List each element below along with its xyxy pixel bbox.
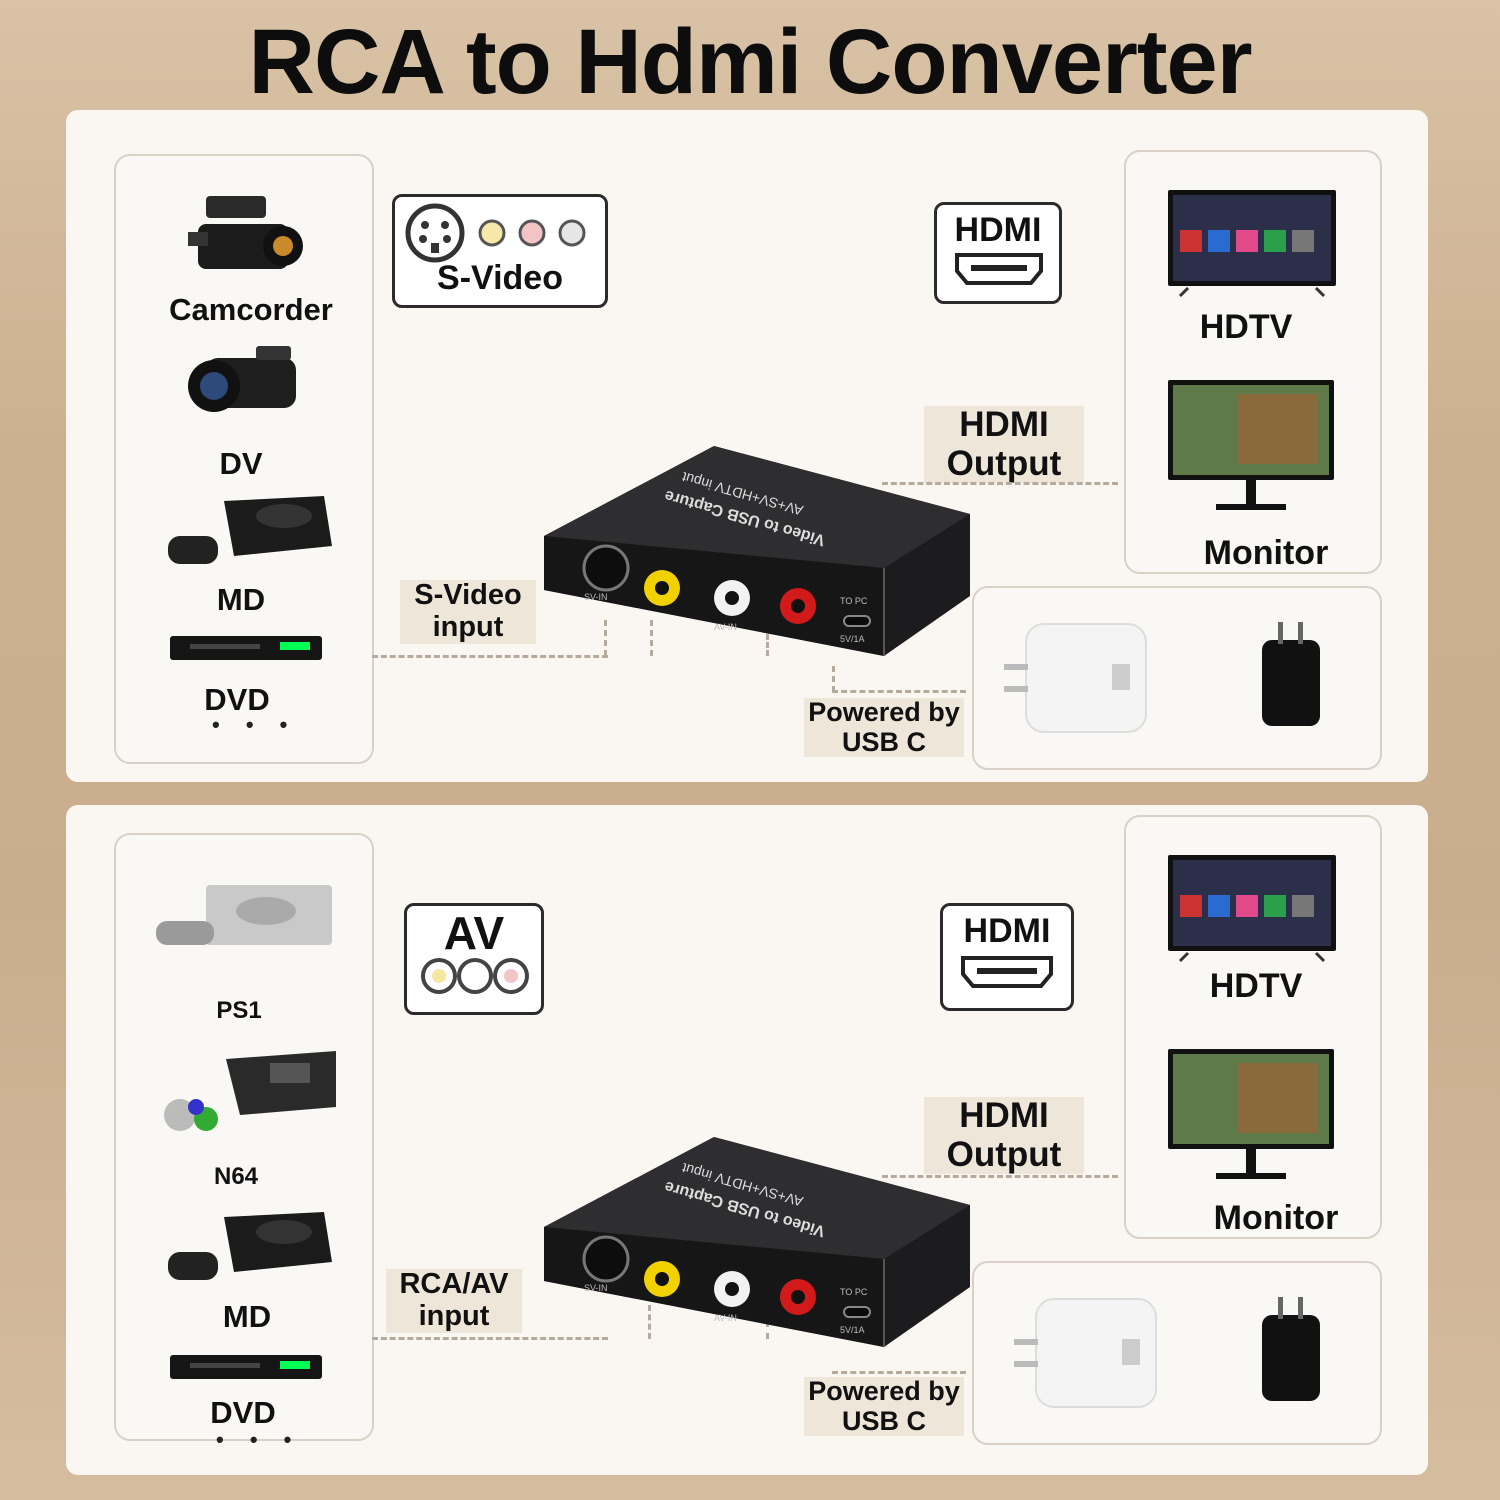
ps1-console-icon — [156, 885, 332, 945]
source-devices-box-2: PS1 N64 MD DVD • • • — [114, 833, 374, 1452]
black-usb-c-charger-icon-2 — [1262, 1297, 1320, 1401]
svideo-port-icon — [405, 203, 586, 263]
device-label-dv: DV — [219, 446, 263, 481]
device-label-ps1: PS1 — [216, 997, 262, 1024]
yellow-connector-line-2 — [648, 1305, 651, 1339]
rca-input-tag: RCA/AV input — [386, 1268, 522, 1333]
monitor-icon-2 — [1168, 1049, 1334, 1179]
port-label-pc-2: TO PC — [840, 1287, 868, 1297]
device-label-camcorder: Camcorder — [169, 292, 333, 327]
port-label-power-2: 5V/1A — [840, 1325, 865, 1335]
hdmi-badge: HDMI — [934, 202, 1062, 304]
usb-power-tag: Powered by USB C — [804, 697, 964, 758]
more-devices-dots-2: • • • — [216, 1427, 302, 1452]
dvd-player-icon — [170, 636, 322, 660]
display-label-hdtv: HDTV — [1199, 308, 1293, 346]
display-label-monitor-2: Monitor — [1213, 1199, 1339, 1237]
port-label-sv: SV-IN — [584, 592, 608, 602]
hdmi-port-icon-2 — [961, 956, 1053, 988]
input-connector-line — [372, 655, 608, 658]
av-panel: PS1 N64 MD DVD • • • AV HDMI — [66, 805, 1428, 1475]
source-devices-box: Camcorder DV MD DVD • • • — [114, 154, 374, 764]
converter-body-icon-2 — [544, 1137, 970, 1347]
display-devices-box: HDTV Monitor — [1124, 150, 1382, 574]
av-badge: AV — [404, 903, 544, 1015]
white-usb-charger-icon — [1004, 623, 1147, 733]
n64-console-icon — [164, 1051, 336, 1131]
display-label-monitor: Monitor — [1203, 534, 1329, 572]
white-usb-charger-icon-2 — [1014, 1298, 1157, 1408]
output-connector-line — [882, 482, 1118, 485]
device-label-dvd-2: DVD — [210, 1395, 276, 1430]
sv-connector-line — [604, 620, 607, 656]
monitor-icon — [1168, 380, 1334, 510]
hdmi-badge-2: HDMI — [940, 903, 1074, 1011]
hdmi-port-icon — [955, 253, 1043, 285]
black-usb-c-charger-icon — [1262, 622, 1320, 726]
hdtv-icon — [1168, 190, 1336, 298]
device-label-md: MD — [216, 582, 266, 617]
red-connector-line — [766, 634, 769, 656]
port-label-av: AV-IN — [714, 622, 737, 632]
hdmi-badge-label-2: HDMI — [963, 912, 1051, 950]
power-adapters-box — [972, 586, 1382, 770]
power-connector-line-2 — [832, 1371, 966, 1374]
dvd-player-icon-2 — [170, 1355, 322, 1379]
svideo-input-tag: S-Video input — [400, 579, 536, 644]
svideo-badge: S-Video — [392, 194, 608, 308]
device-label-n64: N64 — [213, 1163, 259, 1190]
power-adapters-box-2 — [972, 1261, 1382, 1445]
rca-ports-icon — [421, 958, 529, 994]
device-label-dvd: DVD — [204, 682, 270, 717]
svideo-panel: Camcorder DV MD DVD • • • — [66, 110, 1428, 782]
power-connector-line — [832, 690, 966, 693]
game-console-icon-2 — [168, 1212, 332, 1280]
red-connector-line-2 — [766, 1321, 769, 1339]
camcorder-icon — [188, 196, 303, 269]
port-label-pc: TO PC — [840, 596, 868, 606]
display-label-hdtv-2: HDTV — [1209, 967, 1303, 1005]
hdmi-output-tag: HDMI Output — [924, 405, 1084, 483]
more-devices-dots: • • • — [212, 712, 298, 737]
input-connector-line-2 — [372, 1337, 608, 1340]
port-label-power: 5V/1A — [840, 634, 865, 644]
display-devices-box-2: HDTV Monitor — [1124, 815, 1382, 1239]
page-title: RCA to Hdmi Converter — [248, 11, 1253, 113]
usbc-connector-line — [832, 666, 835, 692]
converter-unit: Video to USB Capture AV+SV+HDTV input SV… — [544, 446, 976, 656]
dv-camera-icon — [188, 346, 296, 412]
converter-unit-2: Video to USB Capture AV+SV+HDTV input SV… — [544, 1137, 976, 1347]
av-badge-label: AV — [443, 907, 505, 959]
yellow-connector-line — [650, 620, 653, 656]
svideo-badge-label: S-Video — [437, 259, 563, 297]
usb-power-tag-2: Powered by USB C — [804, 1376, 964, 1437]
output-connector-line-2 — [882, 1175, 1118, 1178]
port-label-sv-2: SV-IN — [584, 1283, 608, 1293]
hdmi-output-tag-2: HDMI Output — [924, 1096, 1084, 1174]
hdmi-badge-label: HDMI — [954, 211, 1042, 249]
hdtv-icon-2 — [1168, 855, 1336, 963]
game-console-icon — [168, 496, 332, 564]
converter-body-icon — [544, 446, 970, 656]
port-label-av-2: AV-IN — [714, 1313, 737, 1323]
device-label-md-2: MD — [222, 1299, 272, 1334]
